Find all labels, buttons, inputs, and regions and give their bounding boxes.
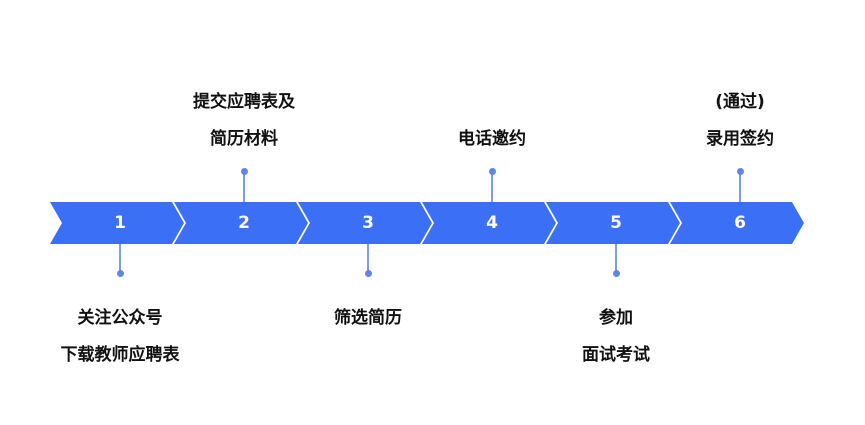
connector-dot (116, 270, 124, 277)
step-chevron-1: 1 (50, 202, 184, 244)
step-label-line: 参加 (599, 308, 633, 328)
connector-line (243, 172, 245, 202)
step-label-line: 筛选简历 (334, 308, 402, 328)
connector-line (367, 244, 369, 274)
connector-dot (736, 168, 744, 175)
step-chevron-6: 6 (670, 202, 804, 244)
step-label-line: 下载教师应聘表 (60, 345, 180, 365)
connector-dot (612, 270, 620, 277)
step-chevron-2: 2 (174, 202, 308, 244)
connector-dot (488, 168, 496, 175)
step-number: 2 (238, 213, 250, 233)
step-label-3: 筛选简历 (268, 300, 468, 337)
connector-line (739, 172, 741, 202)
step-label-line: 关注公众号 (77, 308, 163, 328)
step-label-4: 电话邀约 (392, 121, 592, 158)
step-label-line: 录用签约 (706, 129, 774, 149)
step-number: 6 (734, 213, 746, 233)
step-number: 4 (486, 213, 498, 233)
step-chevron-5: 5 (546, 202, 680, 244)
step-label-6: (通过) 录用签约 (640, 84, 840, 158)
connector-line (119, 244, 121, 274)
step-number: 5 (610, 213, 622, 233)
step-label-line: 简历材料 (210, 129, 278, 149)
connector-line (615, 244, 617, 274)
step-label-2: 提交应聘表及简历材料 (144, 84, 344, 158)
connector-dot (364, 270, 372, 277)
connector-dot (240, 168, 248, 175)
step-label-line: (通过) (715, 92, 765, 112)
step-chevron-3: 3 (298, 202, 432, 244)
step-label-line: 电话邀约 (458, 129, 526, 149)
step-label-line: 提交应聘表及 (193, 92, 295, 112)
step-label-5: 参加面试考试 (516, 300, 716, 374)
step-number: 1 (114, 213, 126, 233)
step-label-line: 面试考试 (582, 345, 650, 365)
connector-line (491, 172, 493, 202)
step-chevron-4: 4 (422, 202, 556, 244)
step-label-1: 关注公众号下载教师应聘表 (20, 300, 220, 374)
step-number: 3 (362, 213, 374, 233)
